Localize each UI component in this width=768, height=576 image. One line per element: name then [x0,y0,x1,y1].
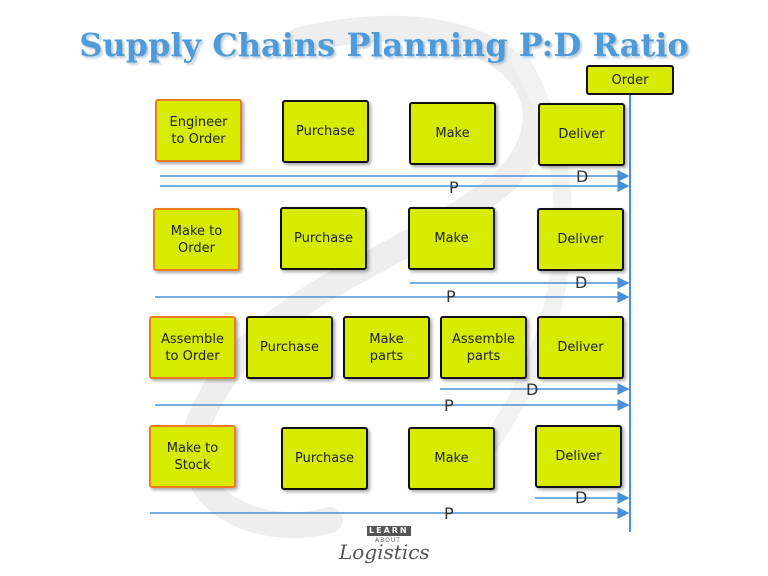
row1-step-make-label: Make [435,126,470,141]
row2-step-make: Make [408,207,495,270]
row4-step-make: Make [408,427,495,490]
row1-p-label: P [449,178,459,197]
row4-d-label: D [575,488,588,507]
row3-type-box: Assemble to Order [149,316,236,379]
order-label: Order [611,72,649,88]
row3-step-make-parts: Make parts [343,316,430,379]
row1-step-deliver-label: Deliver [558,127,605,142]
row4-step-purchase: Purchase [281,427,368,490]
row1-step-deliver: Deliver [538,103,625,166]
row1-type-box: Engineer to Order [155,99,242,162]
row2-step-deliver: Deliver [537,208,624,271]
row3-p-label: P [444,396,454,415]
row2-step-purchase-label: Purchase [293,231,354,246]
row2-type-label: Make to Order [170,223,223,256]
row2-step-purchase: Purchase [280,207,367,270]
row3-step-make-parts-label: Make parts [369,331,404,364]
row3-type-label: Assemble to Order [161,331,224,364]
row2-type-box: Make to Order [153,208,240,271]
row3-step-deliver-label: Deliver [557,340,604,355]
row3-step-purchase-label: Purchase [259,340,320,355]
row2-step-deliver-label: Deliver [557,232,604,247]
page-title: Supply Chains Planning P:D Ratio [79,26,689,64]
logo-learn-text: LEARN [367,526,411,536]
row4-step-deliver: Deliver [535,425,622,488]
order-box: Order [586,65,674,95]
row1-step-purchase: Purchase [282,100,369,163]
logo-logistics-text: Logistics [339,540,430,564]
row3-step-deliver: Deliver [537,316,624,379]
learn-about-logistics-logo: LEARN ABOUT Logistics [335,526,435,570]
row2-p-label: P [446,287,456,306]
row2-d-label: D [575,273,588,292]
row1-step-purchase-label: Purchase [295,124,356,139]
row1-step-make: Make [409,102,496,165]
row4-step-make-label: Make [434,451,469,466]
row4-step-purchase-label: Purchase [294,451,355,466]
row3-d-label: D [526,380,539,399]
row4-type-box: Make to Stock [149,425,236,488]
row3-step-purchase: Purchase [246,316,333,379]
row3-step-assemble-parts-label: Assemble parts [452,331,515,364]
row1-d-label: D [576,167,589,186]
row1-type-label: Engineer to Order [169,114,228,147]
logo-about-text: ABOUT [375,537,401,544]
row4-type-label: Make to Stock [166,440,219,473]
row4-p-label: P [444,504,454,523]
row2-step-make-label: Make [434,231,469,246]
row3-step-assemble-parts: Assemble parts [440,316,527,379]
row4-step-deliver-label: Deliver [555,449,602,464]
